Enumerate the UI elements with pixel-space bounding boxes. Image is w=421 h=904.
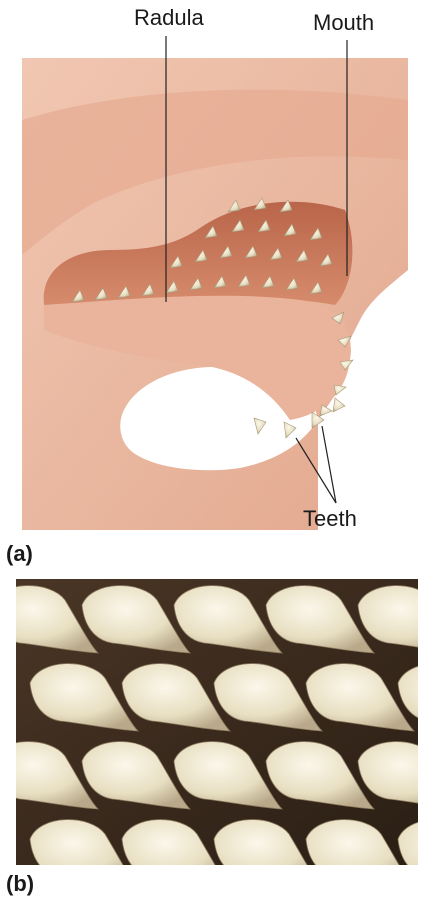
panel-a-drawing (22, 36, 408, 530)
mouth-label: Mouth (313, 10, 374, 36)
teeth-label: Teeth (303, 506, 357, 532)
panel-b-micrograph (0, 579, 421, 887)
panel-b-label: (b) (6, 871, 34, 897)
radula-label: Radula (134, 5, 204, 31)
panel-a-label: (a) (6, 541, 33, 567)
